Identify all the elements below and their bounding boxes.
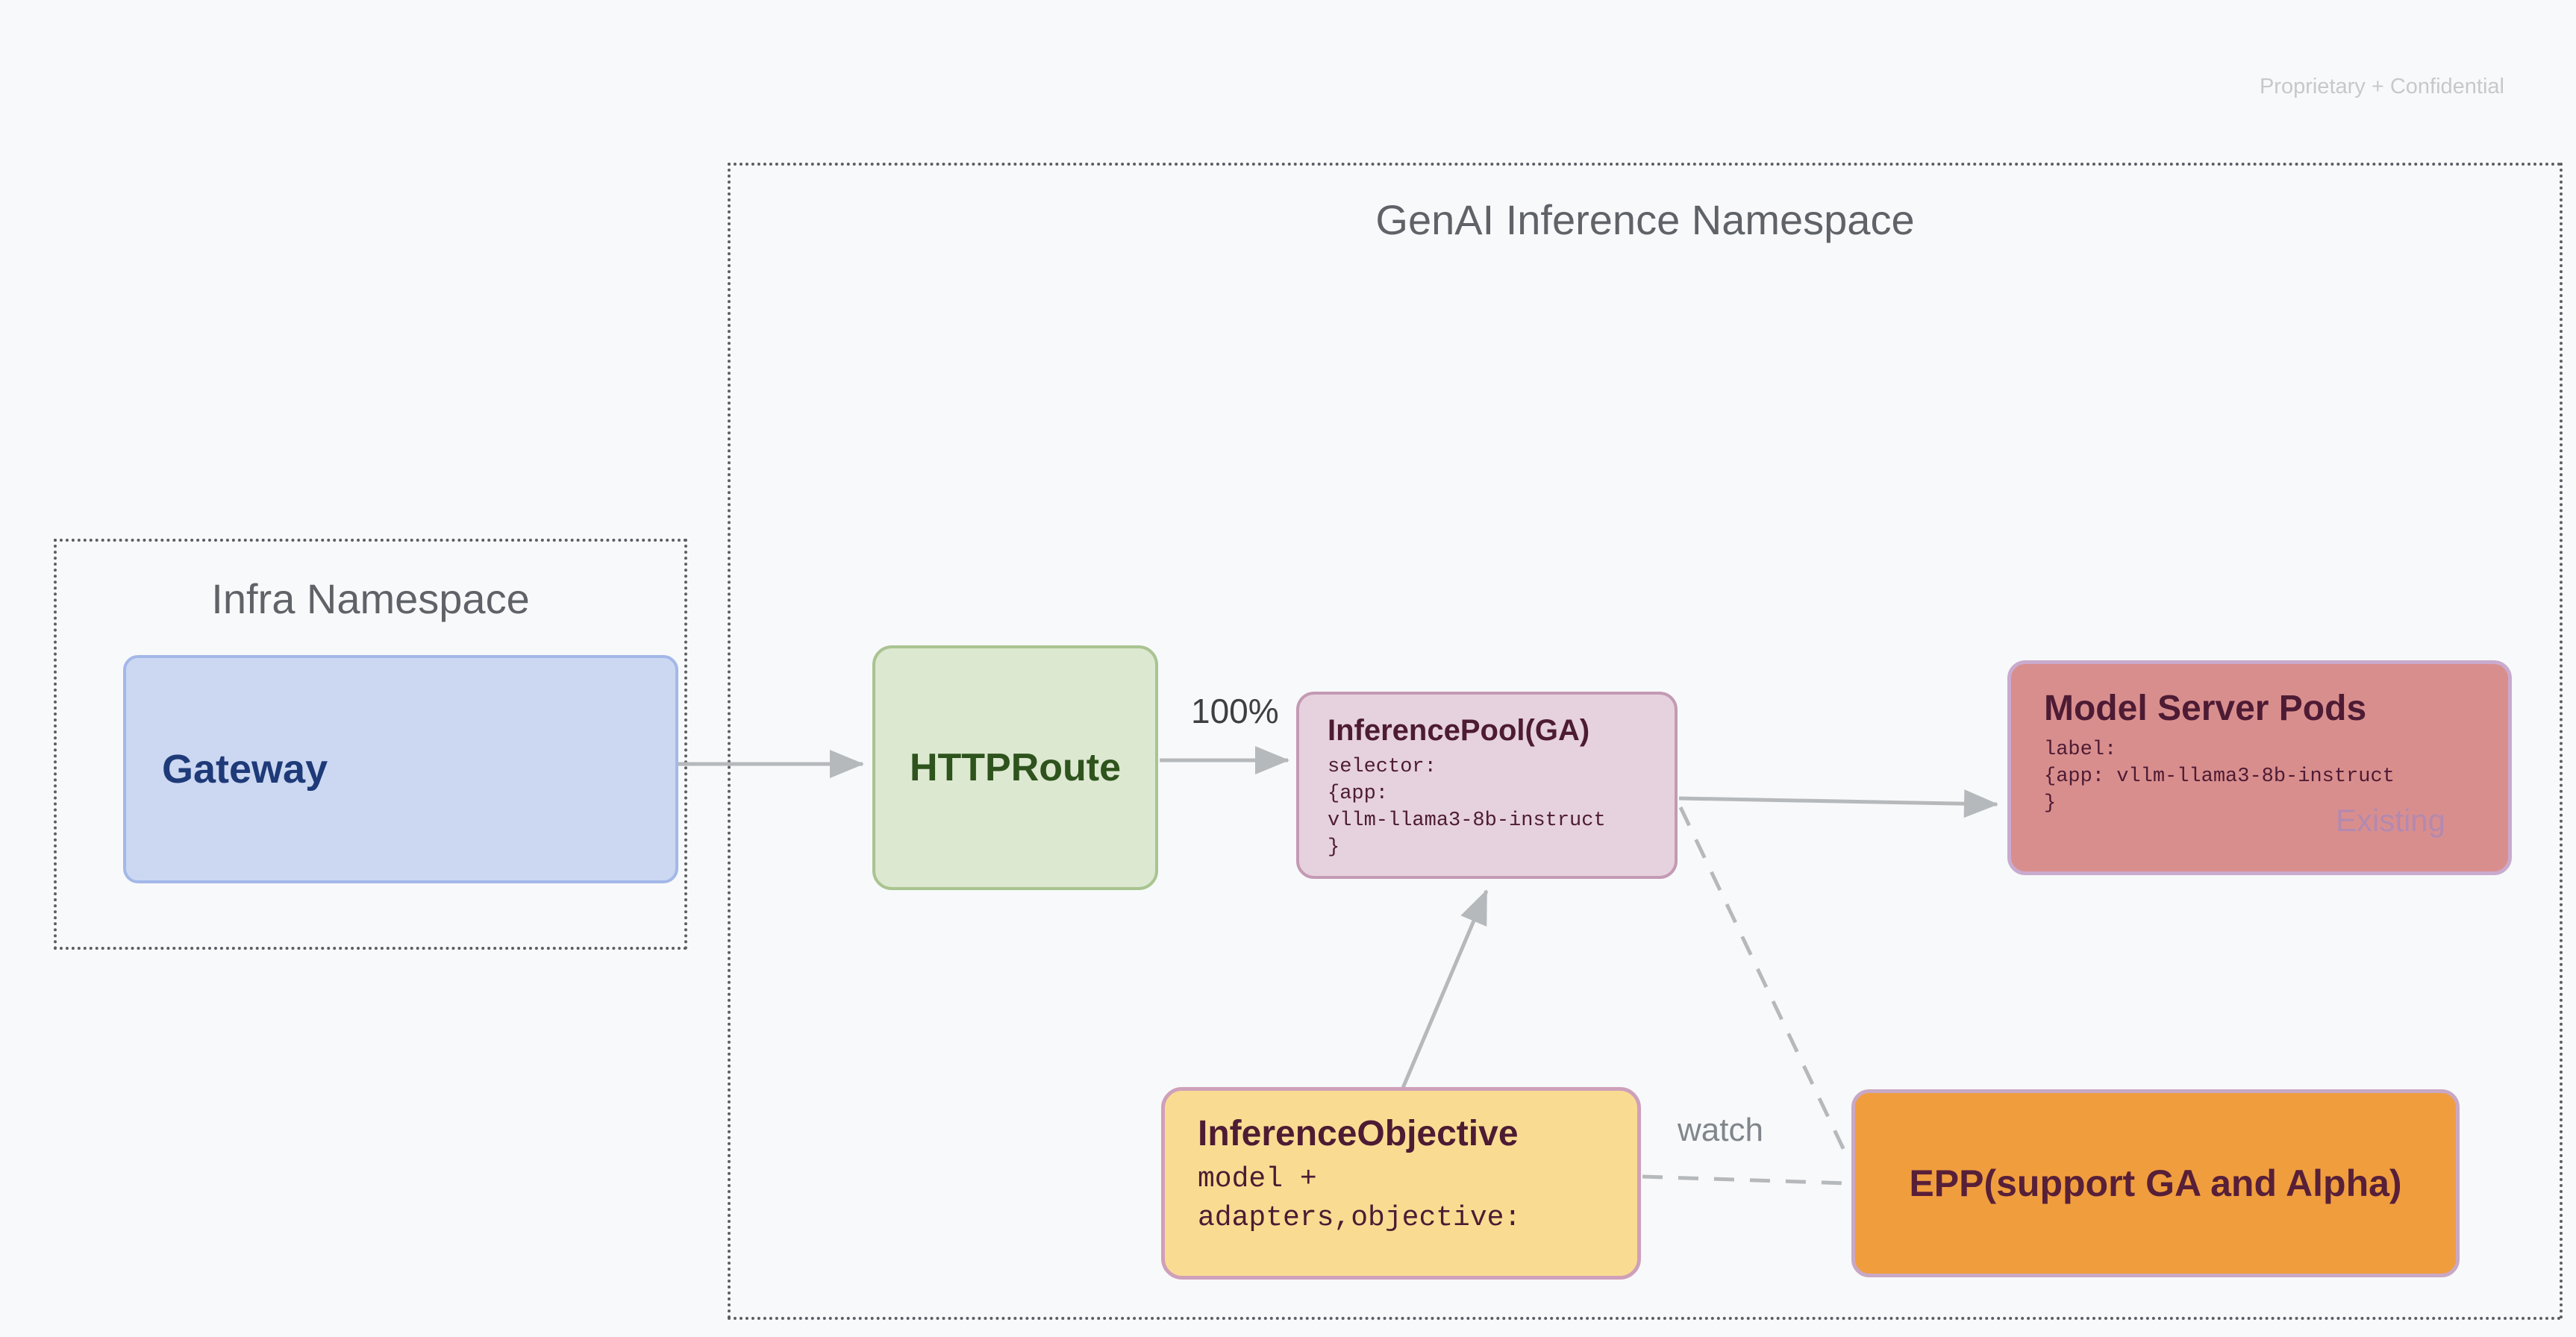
httproute-label: HTTPRoute — [909, 746, 1122, 789]
inference-pool-selector-code: selector: {app: vllm-llama3-8b-instruct … — [1328, 754, 1646, 861]
gateway-node: Gateway — [123, 655, 678, 883]
code-line: adapters,objective: — [1198, 1202, 1522, 1234]
traffic-percent-label: 100% — [1191, 692, 1279, 730]
httproute-node: HTTPRoute — [872, 645, 1158, 890]
edge-inferenceobjective-to-inferencepool — [1401, 889, 1489, 1089]
edge-inferencepool-to-epp-dashed — [1678, 806, 1851, 1162]
code-line: model + — [1198, 1163, 1317, 1195]
genai-namespace-box: GenAI Inference Namespace — [728, 163, 2563, 1320]
model-server-pods-label-code: label: {app: vllm-llama3-8b-instruct } — [2044, 736, 2475, 817]
epp-node: EPP(support GA and Alpha) — [1851, 1089, 2460, 1277]
epp-label: EPP(support GA and Alpha) — [1909, 1162, 2402, 1204]
genai-namespace-title: GenAI Inference Namespace — [1375, 196, 1915, 243]
inference-objective-code: model + adapters,objective: — [1198, 1160, 1604, 1238]
code-line: selector: — [1328, 756, 1437, 778]
inference-objective-title: InferenceObjective — [1198, 1114, 1519, 1153]
code-line: vllm-llama3-8b-instruct — [1328, 810, 1606, 832]
model-server-pods-node: Model Server Pods label: {app: vllm-llam… — [2007, 660, 2512, 875]
code-line: {app: — [1328, 783, 1389, 805]
inference-pool-title: InferencePool(GA) — [1328, 714, 1590, 747]
gateway-label: Gateway — [162, 747, 328, 792]
inference-objective-node: InferenceObjective model + adapters,obje… — [1161, 1087, 1641, 1280]
code-line: } — [1328, 836, 1340, 859]
watch-label: watch — [1678, 1112, 1763, 1148]
edge-inferencepool-to-modelserverpods — [1678, 789, 1998, 818]
model-server-pods-title: Model Server Pods — [2044, 689, 2367, 728]
edge-inferenceobjective-to-epp-dashed — [1642, 1174, 1848, 1186]
existing-badge: Existing — [2335, 803, 2445, 838]
infra-namespace-box: Infra Namespace — [54, 539, 687, 950]
code-line: label: — [2044, 739, 2117, 761]
code-line: {app: vllm-llama3-8b-instruct — [2044, 765, 2395, 788]
infra-namespace-title: Infra Namespace — [211, 575, 530, 622]
confidential-watermark: Proprietary + Confidential — [2259, 75, 2504, 98]
code-line: } — [2044, 792, 2057, 815]
inference-pool-node: InferencePool(GA) selector: {app: vllm-l… — [1296, 692, 1678, 879]
